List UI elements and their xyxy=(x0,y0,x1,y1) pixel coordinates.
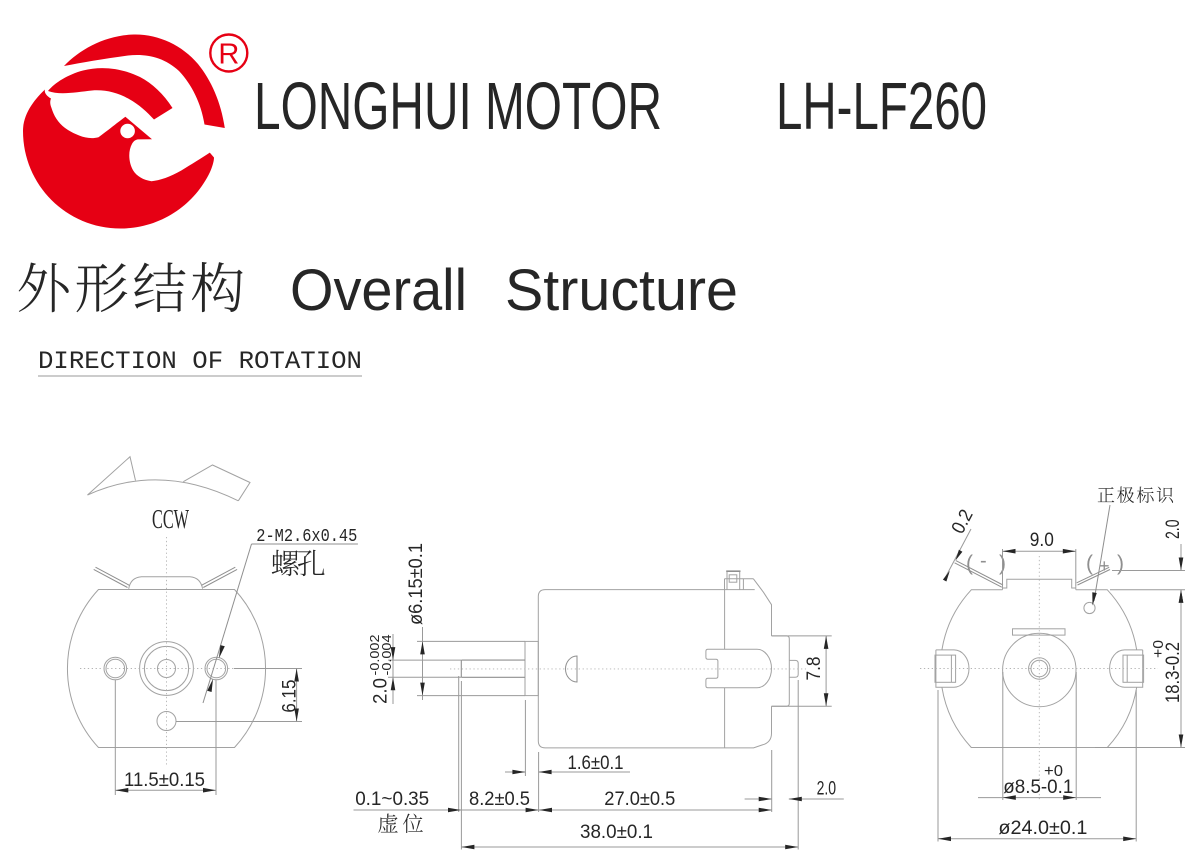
svg-text:2.0: 2.0 xyxy=(1163,520,1184,540)
svg-text:0.1~0.35: 0.1~0.35 xyxy=(355,789,429,810)
svg-text:9.0: 9.0 xyxy=(1030,530,1054,551)
svg-text:6.15: 6.15 xyxy=(280,680,301,713)
svg-text:27.0±0.5: 27.0±0.5 xyxy=(604,789,675,810)
svg-text:0.2: 0.2 xyxy=(948,506,978,537)
svg-text:Structure: Structure xyxy=(505,258,738,323)
svg-text:R: R xyxy=(218,39,239,71)
svg-text:11.5±0.15: 11.5±0.15 xyxy=(124,770,205,791)
svg-text:+: + xyxy=(1099,556,1110,576)
svg-text:+0: +0 xyxy=(1150,640,1167,658)
svg-text:): ) xyxy=(1117,552,1124,575)
svg-text:-0.004: -0.004 xyxy=(380,634,394,675)
svg-text:38.0±0.1: 38.0±0.1 xyxy=(580,822,653,843)
svg-text:ø8.5-0.1: ø8.5-0.1 xyxy=(1003,777,1073,798)
svg-text:LONGHUI MOTOR: LONGHUI MOTOR xyxy=(254,69,662,144)
svg-text:+0: +0 xyxy=(1044,763,1063,780)
svg-text:Overall: Overall xyxy=(290,258,467,323)
svg-text:DIRECTION OF ROTATION: DIRECTION OF ROTATION xyxy=(38,347,362,376)
svg-text:8.2±0.5: 8.2±0.5 xyxy=(469,789,530,810)
svg-text:2.0: 2.0 xyxy=(371,678,392,704)
svg-text:-: - xyxy=(980,550,987,572)
svg-text:1.6±0.1: 1.6±0.1 xyxy=(568,753,624,774)
svg-text:CCW: CCW xyxy=(152,504,189,534)
svg-text:2-M2.6x0.45: 2-M2.6x0.45 xyxy=(256,526,357,547)
svg-text:(: ( xyxy=(966,552,973,575)
svg-text:18.3-0.2: 18.3-0.2 xyxy=(1163,642,1184,703)
svg-text:2.0: 2.0 xyxy=(817,779,837,800)
svg-text:-0.002: -0.002 xyxy=(368,634,382,675)
svg-text:LH-LF260: LH-LF260 xyxy=(776,69,987,144)
svg-text:ø24.0±0.1: ø24.0±0.1 xyxy=(998,818,1087,839)
svg-text:7.8: 7.8 xyxy=(804,657,825,681)
svg-text:ø6.15±0.1: ø6.15±0.1 xyxy=(406,543,427,625)
svg-text:(: ( xyxy=(1086,552,1093,575)
